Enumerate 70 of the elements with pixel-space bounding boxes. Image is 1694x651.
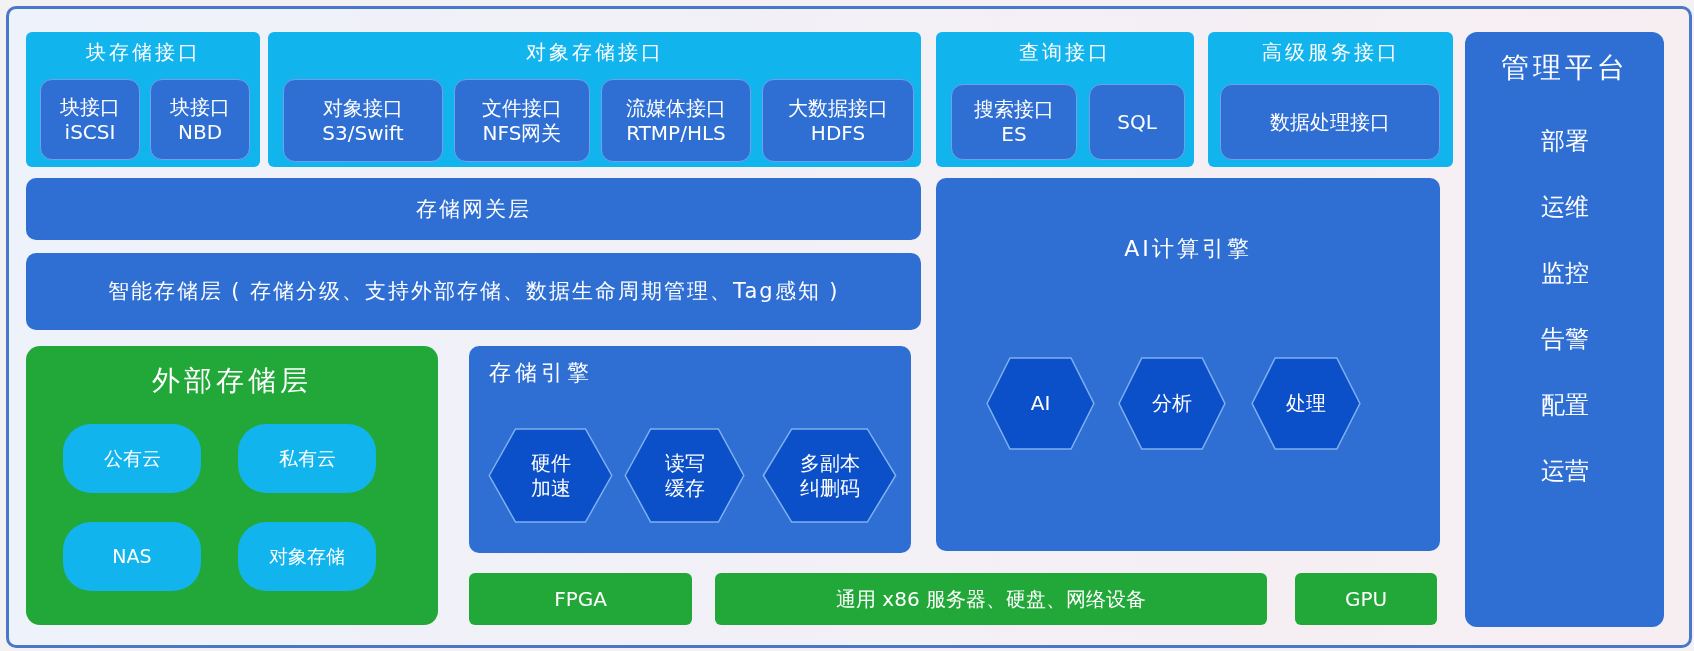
interface-group-panel bbox=[1208, 32, 1453, 167]
box-label: 处理 bbox=[1285, 391, 1327, 416]
layer-label: 通用 x86 服务器、硬盘、网络设备 bbox=[836, 586, 1146, 612]
hardware-bar bbox=[469, 573, 692, 625]
box-label: 硬件加速 bbox=[529, 450, 572, 501]
interface-box bbox=[454, 79, 590, 162]
interface-box bbox=[1220, 84, 1440, 160]
box-label: 对象存储 bbox=[269, 544, 345, 569]
box-label: NAS bbox=[112, 544, 152, 569]
sidebar-panel bbox=[1465, 32, 1664, 627]
box-label: 分析 bbox=[1151, 391, 1193, 416]
interface-box bbox=[1089, 84, 1185, 160]
box-label: 公有云 bbox=[103, 446, 161, 471]
group-heading: 对象存储接口 bbox=[524, 40, 665, 65]
box-label: 文件接口 NFS网关 bbox=[481, 95, 563, 146]
interface-group-panel bbox=[26, 32, 260, 167]
interface-box bbox=[40, 79, 140, 160]
box-label: 对象接口 S3/Swift bbox=[321, 95, 405, 146]
storage-pill bbox=[238, 424, 376, 493]
group-heading: 块存储接口 bbox=[84, 40, 202, 65]
interface-box bbox=[150, 79, 250, 160]
box-label: 数据处理接口 bbox=[1270, 109, 1390, 135]
interface-box bbox=[951, 84, 1077, 160]
layer-label: 智能存储层 ( 存储分级、支持外部存储、数据生命周期管理、Tag感知 ) bbox=[107, 279, 840, 304]
interface-box bbox=[283, 79, 443, 162]
menu-item: 配置 bbox=[1540, 390, 1589, 420]
group-heading: 查询接口 bbox=[1018, 40, 1112, 65]
layer-label: FPGA bbox=[554, 586, 607, 612]
engine-panel bbox=[469, 346, 911, 553]
layer-panel bbox=[26, 346, 438, 625]
box-label: AI bbox=[1029, 391, 1052, 416]
menu-item: 运维 bbox=[1540, 192, 1589, 222]
interface-group-panel bbox=[268, 32, 921, 167]
hexagon-box bbox=[986, 357, 1095, 450]
box-label: 块接口 NBD bbox=[169, 94, 231, 145]
storage-pill bbox=[238, 522, 376, 591]
box-label: 多副本纠删码 bbox=[798, 450, 861, 501]
layer-label: 存储网关层 bbox=[416, 196, 531, 222]
storage-pill bbox=[63, 424, 201, 493]
box-label: 大数据接口 HDFS bbox=[787, 95, 889, 146]
panel-heading: AI计算引擎 bbox=[1123, 236, 1253, 261]
layer-bar bbox=[26, 178, 921, 240]
panel-heading: 外部存储层 bbox=[151, 364, 313, 398]
box-label: 块接口 iSCSI bbox=[59, 94, 121, 145]
box-label: 流媒体接口 RTMP/HLS bbox=[625, 95, 727, 146]
storage-pill bbox=[63, 522, 201, 591]
hexagon-box bbox=[624, 428, 745, 523]
interface-group-panel bbox=[936, 32, 1194, 167]
hexagon-box bbox=[1251, 357, 1361, 450]
menu-item: 运营 bbox=[1540, 456, 1589, 486]
menu-item: 告警 bbox=[1540, 324, 1589, 354]
hardware-bar bbox=[715, 573, 1267, 625]
hardware-bar bbox=[1295, 573, 1437, 625]
box-label: 读写缓存 bbox=[663, 450, 706, 501]
interface-box bbox=[762, 79, 914, 162]
panel-heading: 存储引擎 bbox=[489, 360, 593, 385]
group-heading: 高级服务接口 bbox=[1260, 40, 1401, 65]
box-label: SQL bbox=[1116, 109, 1158, 135]
menu-item: 部署 bbox=[1540, 126, 1589, 156]
hexagon-box bbox=[1118, 357, 1226, 450]
interface-box bbox=[601, 79, 751, 162]
hexagon-box bbox=[488, 428, 613, 523]
menu-item: 监控 bbox=[1540, 258, 1589, 288]
layer-bar bbox=[26, 253, 921, 330]
box-label: 私有云 bbox=[278, 446, 336, 471]
engine-panel bbox=[936, 178, 1440, 551]
panel-title: 管理平台 bbox=[1499, 50, 1630, 86]
layer-label: GPU bbox=[1344, 586, 1388, 612]
hexagon-box bbox=[762, 428, 897, 523]
box-label: 搜索接口 ES bbox=[973, 97, 1055, 147]
